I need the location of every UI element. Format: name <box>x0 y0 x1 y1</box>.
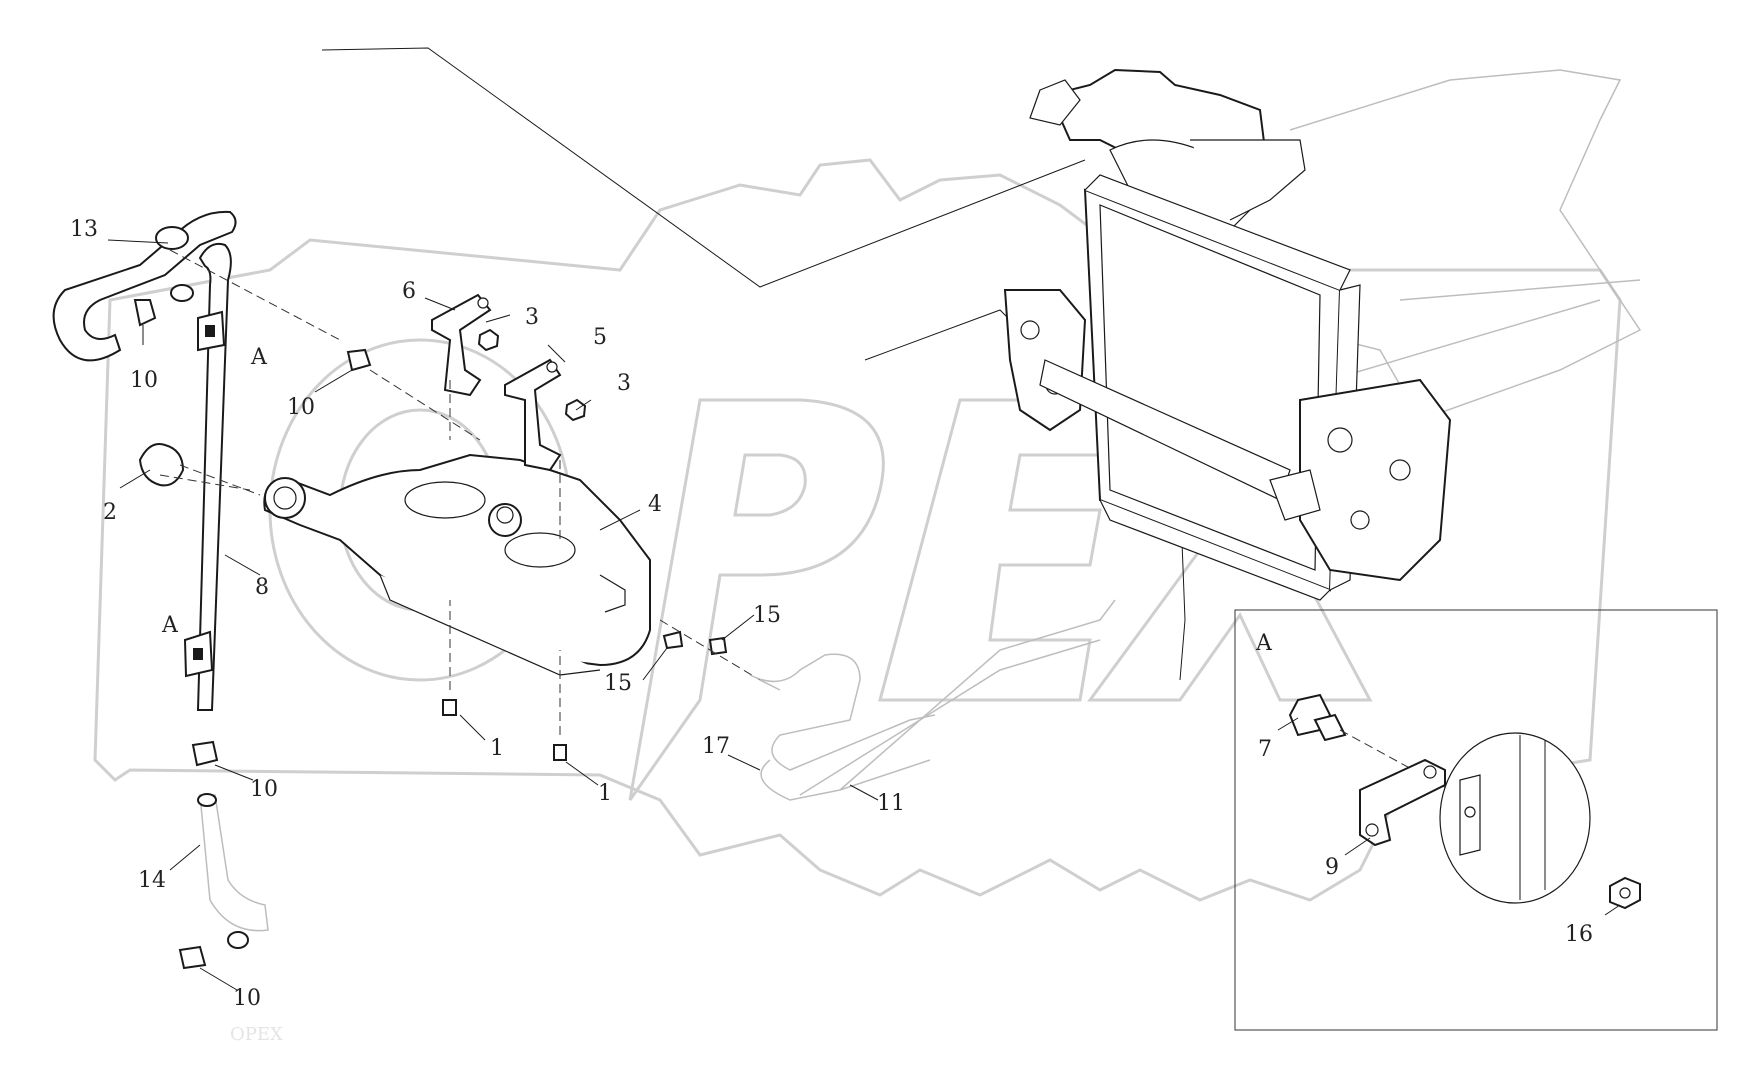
brackets <box>431 293 562 472</box>
label-11: 11 <box>877 791 905 816</box>
label-10-b: 10 <box>287 395 315 420</box>
hose-14 <box>197 793 269 949</box>
hose-17-and-11 <box>749 599 1116 801</box>
label-2: 2 <box>103 500 117 525</box>
label-3-a: 3 <box>525 305 539 330</box>
bolts <box>442 380 567 761</box>
label-9: 9 <box>1325 855 1339 880</box>
watermark-text: OPEX <box>230 1024 283 1045</box>
pipe-8 <box>183 242 232 711</box>
leader-lines <box>107 239 1621 991</box>
label-10-a: 10 <box>130 368 158 393</box>
filler-cap <box>138 443 261 496</box>
radiator-assembly <box>1003 68 1642 601</box>
label-a-upper: A <box>250 345 268 370</box>
label-a-lower: A <box>161 613 179 638</box>
hose-clamps <box>133 299 372 970</box>
label-10-d: 10 <box>233 986 261 1011</box>
part-labels: 13 10 10 6 3 5 3 2 4 8 1 1 10 17 11 14 1… <box>70 217 1593 1011</box>
label-16: 16 <box>1565 922 1593 947</box>
label-5: 5 <box>593 325 607 350</box>
nuts <box>477 328 587 422</box>
label-1-b: 1 <box>598 781 612 806</box>
hose-13 <box>52 210 237 362</box>
label-1-a: 1 <box>490 736 504 761</box>
label-14: 14 <box>138 868 166 893</box>
label-a-detail: A <box>1255 631 1273 656</box>
assembly-lines <box>159 249 481 491</box>
label-3-b: 3 <box>617 371 631 396</box>
detail-a-box <box>1234 609 1718 1031</box>
expansion-tank <box>263 453 651 676</box>
small-clamps <box>659 619 761 681</box>
label-10-c: 10 <box>250 777 278 802</box>
label-15-a: 15 <box>604 671 632 696</box>
label-7: 7 <box>1258 737 1272 762</box>
label-8: 8 <box>255 575 269 600</box>
label-4: 4 <box>648 492 662 517</box>
opex-gear-watermark: OPEX <box>93 158 1622 1045</box>
label-15-b: 15 <box>753 603 781 628</box>
label-13: 13 <box>70 217 98 242</box>
label-6: 6 <box>402 279 416 304</box>
label-17: 17 <box>702 734 730 759</box>
